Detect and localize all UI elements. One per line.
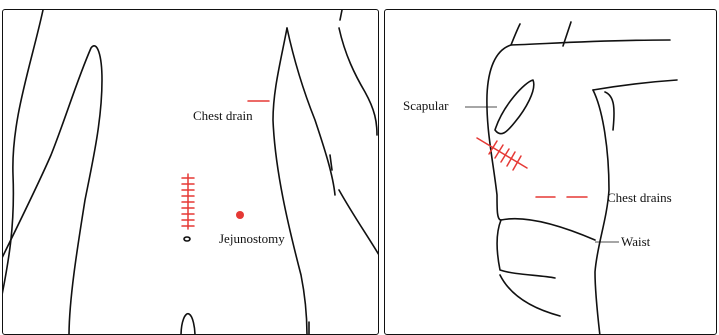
midline-incision-scar xyxy=(182,174,194,229)
scapula-outline xyxy=(495,80,534,134)
thoracotomy-scar xyxy=(477,138,527,170)
left-torso-outline xyxy=(3,10,43,300)
back-view-diagram: Scapular Chest drains Waist xyxy=(385,10,717,335)
chest-drain-label: Chest drain xyxy=(193,108,253,123)
right-arm-inner-outline xyxy=(287,28,335,195)
waist-label: Waist xyxy=(621,234,651,249)
right-arm-outline xyxy=(273,28,307,335)
left-arm-outline xyxy=(3,46,102,335)
front-view-panel: Chest drain Jejunostomy xyxy=(2,9,379,335)
right-torso-outline-lower xyxy=(330,155,379,255)
upper-arm-outline xyxy=(593,80,677,90)
shoulder-outline xyxy=(511,24,670,45)
back-right-inner-outline xyxy=(605,92,614,130)
jejunostomy-marker xyxy=(236,211,244,219)
right-torso-outline-upper xyxy=(340,10,342,20)
navel xyxy=(184,237,190,241)
chest-drains-label: Chest drains xyxy=(607,190,672,205)
hip-outline xyxy=(497,220,555,278)
scapular-label: Scapular xyxy=(403,98,449,113)
front-view-diagram: Chest drain Jejunostomy xyxy=(3,10,379,335)
right-torso-outline xyxy=(339,28,377,135)
waist-outline xyxy=(501,219,595,240)
groin-outline xyxy=(181,314,195,335)
jejunostomy-label: Jejunostomy xyxy=(219,231,285,246)
hip-lower-outline xyxy=(500,275,560,316)
back-view-panel: Scapular Chest drains Waist xyxy=(384,9,717,335)
back-right-outline xyxy=(593,90,609,335)
